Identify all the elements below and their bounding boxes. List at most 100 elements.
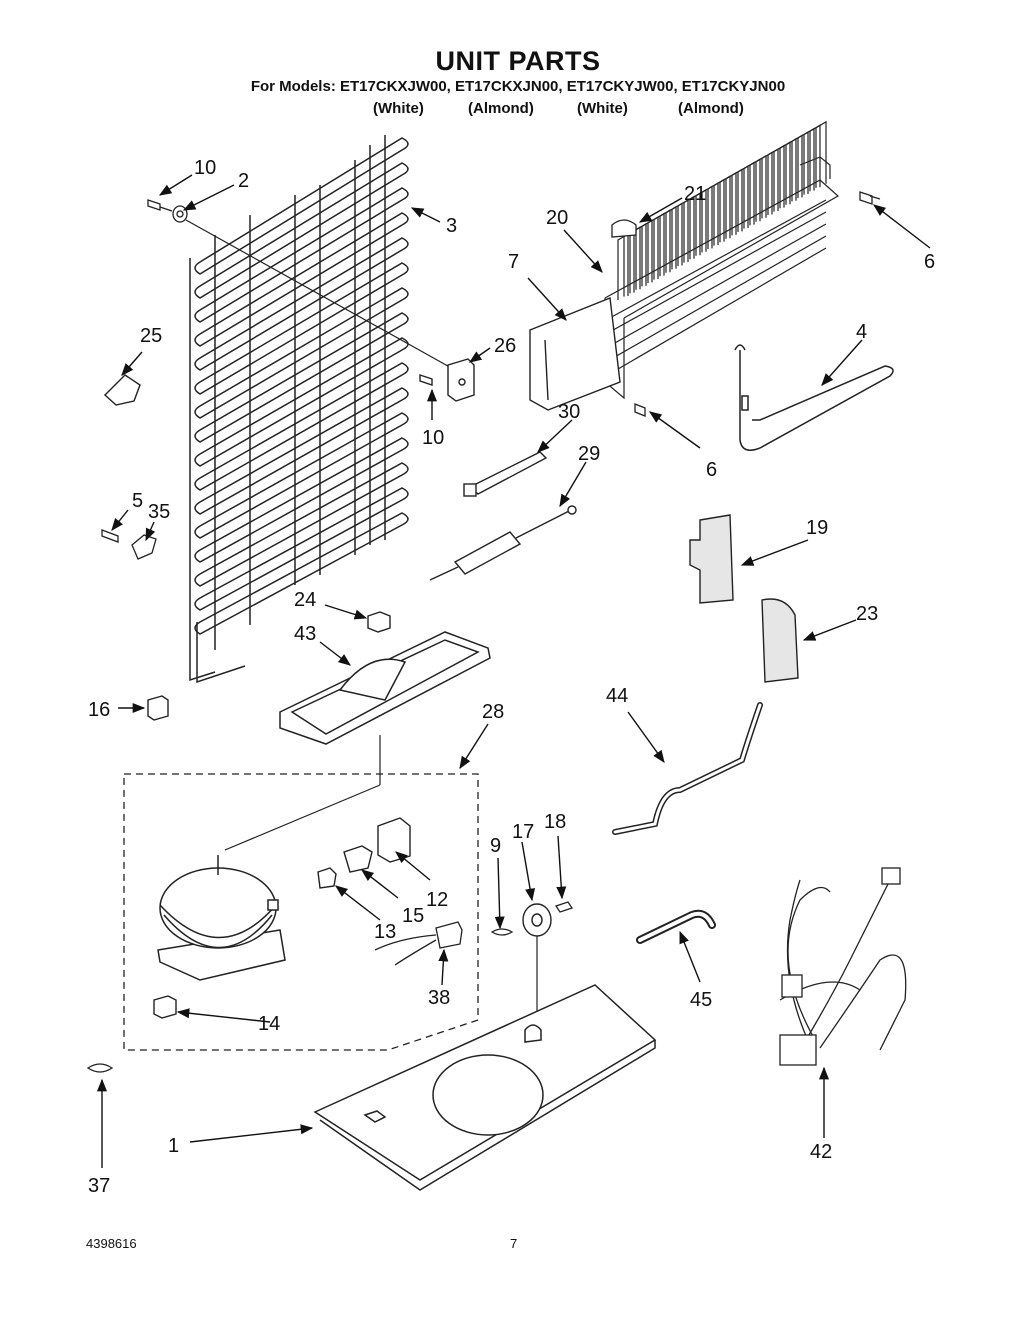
terminal-13 [317, 867, 337, 889]
evaporator-tube [605, 247, 827, 377]
evaporator-fin [743, 161, 755, 229]
evaporator-tube [605, 211, 827, 335]
condenser-loop [194, 237, 409, 371]
callout-42: 42 [810, 1141, 832, 1163]
callout-29: 29 [578, 443, 600, 465]
capacitor-38 [374, 921, 463, 966]
evaporator-fin [719, 175, 731, 243]
condenser-loop [194, 212, 409, 347]
callout-26: 26 [494, 335, 516, 357]
evaporator-fin [791, 134, 803, 202]
variant-label: (Almond) [678, 100, 744, 117]
foam-block-23 [761, 598, 799, 683]
evaporator-fin [665, 205, 677, 273]
evaporator-fin [635, 222, 647, 290]
evaporator-fin [641, 219, 653, 287]
condenser-loop [194, 512, 409, 635]
evaporator-tube [605, 199, 827, 321]
base-pan-1 [313, 984, 657, 1191]
condenser-loop [194, 487, 409, 611]
callout-12: 12 [426, 889, 448, 911]
screw-10 [147, 199, 173, 212]
variant-label: (White) [373, 100, 424, 117]
relay-cover-12 [377, 817, 411, 863]
callout-4: 4 [856, 321, 867, 343]
callout-19: 19 [806, 517, 828, 539]
clip-35 [131, 534, 157, 560]
evaporator-fin [707, 181, 719, 249]
callout-5: 5 [132, 490, 143, 512]
defrost-heater-4 [734, 344, 894, 451]
callout-45: 45 [690, 989, 712, 1011]
callout-38: 38 [428, 987, 450, 1009]
evaporator-fin [749, 158, 761, 226]
callout-18: 18 [544, 811, 566, 833]
clip-37 [86, 1063, 114, 1073]
condenser-loop [194, 387, 409, 515]
callout-20: 20 [546, 207, 568, 229]
evaporator-fin [785, 137, 797, 205]
evaporator-fin [761, 151, 773, 219]
evaporator-tube [605, 223, 827, 349]
screw-6 [634, 403, 646, 417]
callout-13: 13 [374, 921, 396, 943]
evaporator-fin [779, 141, 791, 209]
condenser-loop [194, 287, 409, 419]
evaporator-fin [695, 188, 707, 256]
evaporator-fin [689, 192, 701, 260]
clip-21 [611, 219, 637, 238]
callout-14: 14 [258, 1013, 280, 1035]
evaporator-fin [701, 185, 713, 253]
evaporator-fin [653, 212, 665, 280]
evaporator-fin [671, 202, 683, 270]
evaporator [604, 120, 840, 400]
evaporator-fin [755, 154, 767, 222]
foam-block-19 [689, 514, 734, 604]
condenser-coil [189, 135, 409, 684]
condenser-loop [194, 187, 409, 323]
callout-labels: 10 2 3 21 20 6 7 25 26 4 10 30 6 29 5 35… [88, 157, 935, 1197]
condenser-loop [194, 462, 409, 587]
callout-15: 15 [402, 905, 424, 927]
evaporator-fin [767, 147, 779, 215]
grommet-2 [172, 205, 188, 223]
grommet-14 [153, 995, 177, 1019]
evaporator-fin [617, 232, 629, 300]
page-number: 7 [510, 1236, 518, 1251]
evaporator-fin [737, 164, 749, 232]
drain-pan-43 [279, 631, 491, 745]
condenser-loop [194, 312, 409, 443]
wiring-harness-42 [779, 867, 907, 1066]
drain-trough-7 [529, 297, 621, 411]
callout-24: 24 [294, 589, 316, 611]
callout-37: 37 [88, 1175, 110, 1197]
evaporator-fin [773, 144, 785, 212]
evaporator-fin [659, 209, 671, 277]
document-number: 4398616 [86, 1236, 137, 1251]
callout-43: 43 [294, 623, 316, 645]
clip-16 [147, 695, 169, 721]
callout-25: 25 [140, 325, 162, 347]
callout-6: 6 [924, 251, 935, 273]
compressor-group-28 [123, 773, 479, 1051]
evaporator-fin [815, 120, 827, 188]
filter-drier-29 [429, 505, 577, 581]
condenser-loop [194, 437, 409, 563]
clip-9 [490, 928, 514, 936]
overload-15 [343, 845, 373, 873]
callout-2: 2 [238, 170, 249, 192]
evaporator-tube [605, 235, 827, 363]
condenser-loop [194, 262, 409, 395]
variant-label: (White) [577, 100, 628, 117]
page-title: UNIT PARTS [435, 46, 601, 76]
evaporator-fin [797, 130, 809, 198]
condenser-loop [194, 362, 409, 491]
evaporator-fin [725, 171, 737, 239]
evaporator-fin [731, 168, 743, 236]
condenser-loop [194, 412, 409, 539]
condenser-loop [194, 337, 409, 467]
callout-28: 28 [482, 701, 504, 723]
models-line: For Models: ET17CKXJW00, ET17CKXJN00, ET… [250, 78, 786, 95]
screw-5 [101, 529, 119, 543]
